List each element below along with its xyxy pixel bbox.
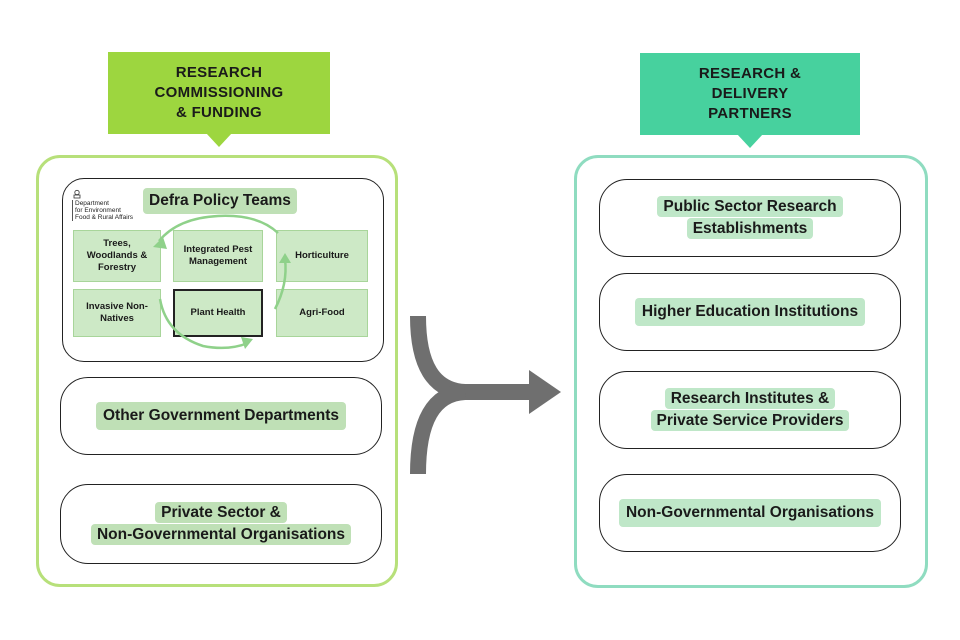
research-institutes-label: Research Institutes & bbox=[664, 388, 836, 409]
research-commissioning-funding-header: RESEARCH COMMISSIONING & FUNDING bbox=[108, 52, 330, 147]
non-governmental-orgs-label: Non-Governmental Organisations bbox=[90, 524, 352, 545]
tile-horticulture: Horticulture bbox=[276, 230, 368, 282]
psre-label-line1: Public Sector Research bbox=[657, 196, 843, 217]
tile-invasive-non-natives: Invasive Non- Natives bbox=[73, 289, 161, 337]
defra-logo: Department for Environment Food & Rural … bbox=[72, 189, 142, 221]
research-delivery-partners-header: RESEARCH & DELIVERY PARTNERS bbox=[640, 53, 860, 148]
higher-education-box: Higher Education Institutions bbox=[599, 273, 901, 351]
ngo-label: Non-Governmental Organisations bbox=[618, 499, 882, 527]
logo-line-3: Food & Rural Affairs bbox=[75, 214, 134, 221]
logo-line-2: for Environment bbox=[75, 207, 121, 214]
ngo-box: Non-Governmental Organisations bbox=[599, 474, 901, 552]
defra-policy-teams-title: Defra Policy Teams bbox=[143, 188, 297, 214]
merge-arrow-icon bbox=[410, 315, 561, 475]
public-sector-research-box: Public Sector Research Establishments bbox=[599, 179, 901, 257]
private-sector-label: Private Sector & bbox=[155, 502, 287, 523]
private-service-providers-label: Private Service Providers bbox=[650, 410, 850, 431]
tile-plant-health: Plant Health bbox=[173, 289, 263, 337]
ogd-label: Other Government Departments bbox=[96, 402, 346, 430]
research-institutes-box: Research Institutes & Private Service Pr… bbox=[599, 371, 901, 449]
logo-line-1: Department bbox=[75, 200, 109, 207]
hei-label: Higher Education Institutions bbox=[634, 298, 866, 326]
psre-label-line2: Establishments bbox=[686, 218, 814, 239]
private-sector-ngo-box: Private Sector & Non-Governmental Organi… bbox=[60, 484, 382, 564]
tile-trees-woodlands-forestry: Trees, Woodlands & Forestry bbox=[73, 230, 161, 282]
other-government-departments-box: Other Government Departments bbox=[60, 377, 382, 455]
defra-policy-teams-box: Department for Environment Food & Rural … bbox=[62, 178, 384, 362]
tile-agri-food: Agri-Food bbox=[276, 289, 368, 337]
royal-crest-icon bbox=[73, 189, 81, 199]
tile-integrated-pest-management: Integrated Pest Management bbox=[173, 230, 263, 282]
